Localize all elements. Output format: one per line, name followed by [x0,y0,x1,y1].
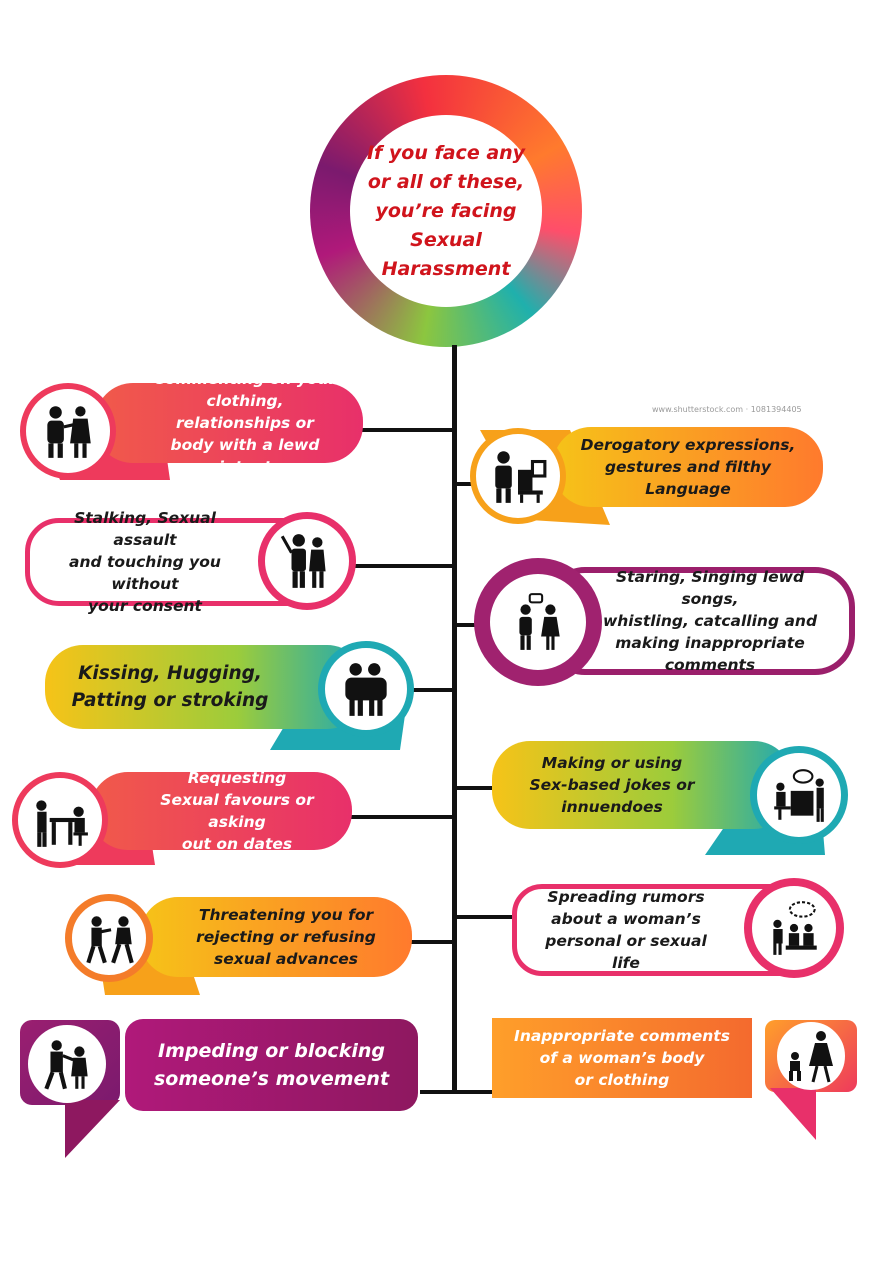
item-line: clothing, relationships or [176,392,314,432]
item-line: rejecting or refusing [196,928,376,946]
item-line: whistling, catcalling and [602,612,818,630]
trunk-line [452,345,457,1093]
threat-fight-icon [65,894,153,982]
item-line: Inappropriate comments [514,1027,730,1045]
branch-line [345,564,455,568]
item-line: someone’s movement [153,1068,390,1090]
item-line: Requesting [187,769,287,787]
item-line: body with a lewd intent [170,436,320,476]
item-derogatory: Derogatory expressions, gestures and fil… [553,427,823,507]
item-line: personal or sexual life [545,932,707,972]
branch-line [395,688,455,692]
branch-line [360,428,455,432]
item-line: Making or using [541,754,683,772]
item-line: out on dates [181,835,293,853]
branch-line [420,1090,455,1094]
center-title: If you face any or all of these, you’re … [361,139,531,284]
center-title-line: If you face any [366,141,526,164]
hugging-couple-icon [318,641,414,737]
item-jokes: Making or using Sex-based jokes or innue… [492,741,792,829]
center-title-line: or all of these, [367,170,525,193]
office-man-icon [470,428,566,524]
item-line: or clothing [574,1071,670,1089]
item-line: Sexual favours or asking [160,791,314,831]
item-line: of a woman’s body [539,1049,705,1067]
callout-tail [770,1088,816,1140]
item-line: innuendoes [561,798,663,816]
center-title-line: Sexual [410,228,482,251]
item-line: Threatening you for [198,906,374,924]
branch-line [410,940,455,944]
harassing-colleague-icon [20,383,116,479]
joking-office-icon [750,746,848,844]
item-line: Patting or stroking [71,690,269,711]
item-line: about a woman’s [551,910,701,928]
item-line: Staring, Singing lewd songs, [615,568,805,608]
blocking-person-icon [28,1025,106,1103]
item-line: Spreading rumors [547,888,705,906]
item-inappropriate: Inappropriate comments of a woman’s body… [492,1018,752,1098]
item-kissing: Kissing, Hugging, Patting or stroking [45,645,365,729]
item-line: your consent [88,597,202,615]
gossip-group-icon [744,878,844,978]
item-line: sexual advances [213,950,359,968]
item-requesting: Requesting Sexual favours or asking out … [90,769,352,853]
item-line: making inappropriate [615,634,805,652]
watermark: www.shutterstock.com · 1081394405 [652,405,802,414]
center-ring: If you face any or all of these, you’re … [310,75,582,347]
item-commenting: Commenting on your clothing, relationshi… [95,370,363,476]
groping-couple-icon [258,512,356,610]
item-line: Commenting on your [153,370,337,388]
center-title-line: you’re facing [375,199,517,222]
item-line: Language [645,480,731,498]
center-title-line: Harassment [381,257,511,280]
item-line: Kissing, Hugging, [78,663,262,684]
item-line: Stalking, Sexual assault [74,509,216,549]
item-line: gestures and filthy [604,458,772,476]
item-impeding: Impeding or blocking someone’s movement [125,1019,418,1111]
callout-tail [65,1100,120,1158]
item-staring: Staring, Singing lewd songs, whistling, … [545,567,855,675]
center-ring-inner: If you face any or all of these, you’re … [350,115,542,307]
item-line: and touching you without [69,553,221,593]
item-line: Derogatory expressions, [580,436,796,454]
branch-line [455,1090,493,1094]
item-line: Sex-based jokes or [529,776,695,794]
catcalling-pair-icon [474,558,602,686]
item-threatening: Threatening you for rejecting or refusin… [140,897,412,977]
item-line: comments [664,656,756,674]
item-line: Impeding or blocking [158,1040,385,1062]
branch-line [350,815,455,819]
branch-line [455,786,495,790]
branch-line [455,915,513,919]
desk-request-icon [12,772,108,868]
woman-comment-icon [777,1022,845,1090]
